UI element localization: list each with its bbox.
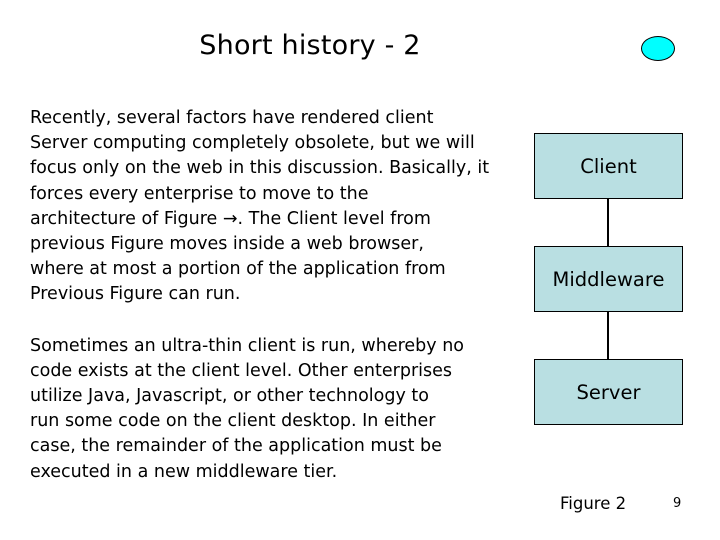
cyan-ellipse-icon [641,36,675,61]
text-line: previous Figure moves inside a web brows… [30,234,424,255]
text-line: focus only on the web in this discussion… [30,158,490,179]
text-line: case, the remainder of the application m… [30,436,442,457]
connector-client-middleware [607,199,609,246]
paragraph-1: Recently, several factors have rendered … [30,106,525,308]
text-line: Recently, several factors have rendered … [30,108,434,128]
text-line: utilize Java, Javascript, or other techn… [30,386,429,407]
text-line: Server computing completely obsolete, bu… [30,133,475,154]
text-line: code exists at the client level. Other e… [30,360,452,381]
text-line: forces every enterprise to move to the [30,183,369,204]
paragraph-2: Sometimes an ultra-thin client is run, w… [30,334,525,485]
text-line: run some code on the client desktop. In … [30,411,436,432]
text-line: executed in a new middleware tier. [30,461,338,482]
text-line: architecture of Figure →. The Client lev… [30,208,431,229]
page-title: Short history - 2 [199,30,421,61]
architecture-diagram: Client Middleware Server [534,133,683,425]
page-number: 9 [673,496,682,511]
diagram-node-client: Client [534,133,683,199]
text-line: where at most a portion of the applicati… [30,259,446,280]
diagram-node-server: Server [534,359,683,425]
text-line: Previous Figure can run. [30,284,241,305]
diagram-node-middleware: Middleware [534,246,683,312]
body-text-column: Recently, several factors have rendered … [30,106,525,485]
figure-caption: Figure 2 [560,494,627,513]
connector-middleware-server [607,312,609,359]
text-line: Sometimes an ultra-thin client is run, w… [30,335,464,356]
